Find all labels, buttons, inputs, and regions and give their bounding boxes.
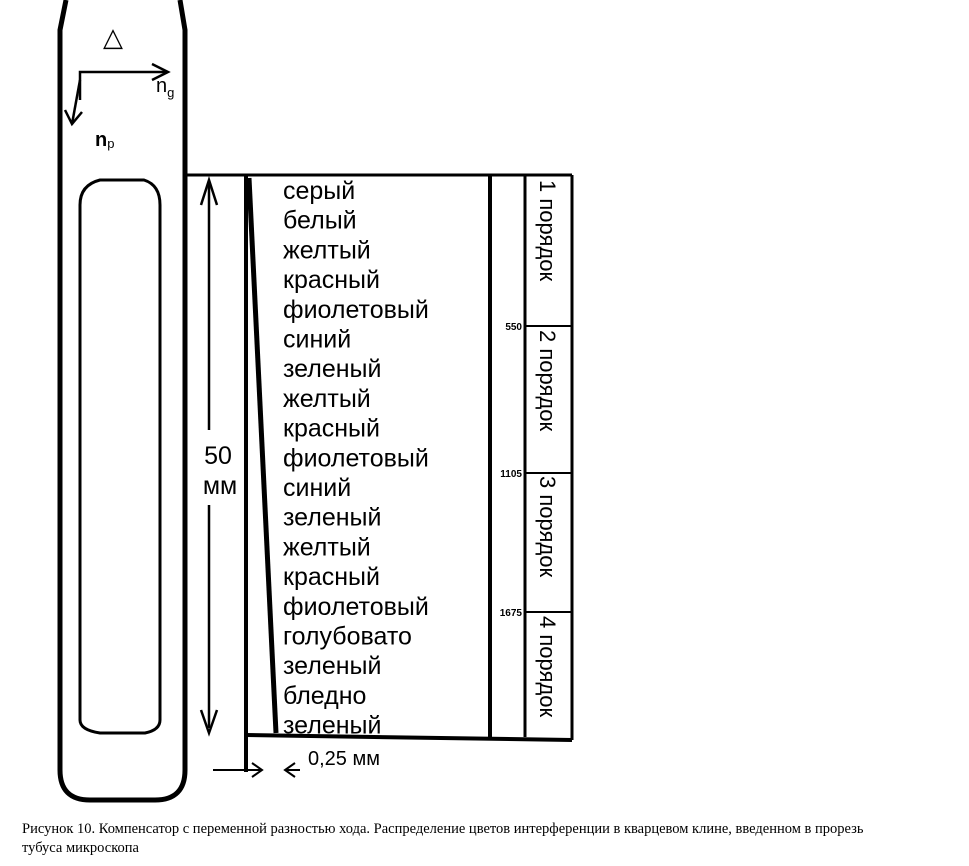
- wedge-slope: [246, 177, 279, 734]
- np-subscript: p: [107, 136, 114, 151]
- color-label: белый: [283, 207, 357, 235]
- caption-line-1: Рисунок 10. Компенсатор с переменной раз…: [22, 821, 864, 837]
- retardation-marks: 550 1105 1675: [500, 322, 572, 619]
- color-label: зеленый: [283, 652, 382, 680]
- quartz-wedge: [185, 173, 574, 772]
- tube-slot: [78, 178, 162, 735]
- order-label: 2 порядок: [535, 330, 560, 431]
- compensator-tube: [57, 0, 188, 803]
- order-label: 3 порядок: [535, 476, 560, 577]
- color-label: фиолетовый: [283, 593, 429, 621]
- thickness-label: 0,25 мм: [308, 748, 380, 770]
- color-label: желтый: [283, 236, 371, 264]
- svg-text:ng: ng: [156, 75, 174, 100]
- length-unit: мм: [203, 472, 237, 500]
- color-label: синий: [283, 326, 351, 354]
- length-value: 50: [204, 442, 232, 470]
- interference-colors-list: серыйбелыйжелтыйкрасныйфиолетовыйсинийзе…: [283, 177, 429, 740]
- color-label: фиолетовый: [283, 444, 429, 472]
- color-label: бледно: [283, 682, 366, 710]
- color-label: зеленый: [283, 504, 382, 532]
- length-dimension-arrow: [199, 175, 219, 737]
- thickness-dimension-arrows: [213, 762, 300, 778]
- order-label: 1 порядок: [535, 180, 560, 281]
- color-label: красный: [283, 266, 380, 294]
- mark-label: 1105: [500, 469, 522, 480]
- caption-line-2: тубуса микроскопа: [22, 840, 139, 856]
- mark-label: 1675: [500, 608, 523, 619]
- color-label: желтый: [283, 533, 371, 561]
- color-label: красный: [283, 415, 380, 443]
- color-label: зеленый: [283, 355, 382, 383]
- color-label: желтый: [283, 385, 371, 413]
- color-label: зеленый: [283, 712, 382, 740]
- ng-subscript: g: [167, 85, 174, 100]
- orders-column: 1 порядок 2 порядок 3 порядок 4 порядок: [535, 180, 560, 717]
- color-label: синий: [283, 474, 351, 502]
- np-axis: np: [63, 79, 114, 151]
- figure-caption: Рисунок 10. Компенсатор с переменной раз…: [22, 820, 962, 858]
- top-marker-triangle: △: [103, 23, 123, 53]
- mark-label: 550: [505, 322, 522, 333]
- svg-text:np: np: [95, 129, 114, 151]
- np-label: n: [95, 129, 107, 151]
- color-label: голубовато: [283, 623, 412, 651]
- ng-label: n: [156, 75, 167, 97]
- color-label: красный: [283, 563, 380, 591]
- color-label: серый: [283, 177, 355, 205]
- color-label: фиолетовый: [283, 296, 429, 324]
- order-label: 4 порядок: [535, 616, 560, 717]
- ng-axis: ng: [78, 62, 174, 100]
